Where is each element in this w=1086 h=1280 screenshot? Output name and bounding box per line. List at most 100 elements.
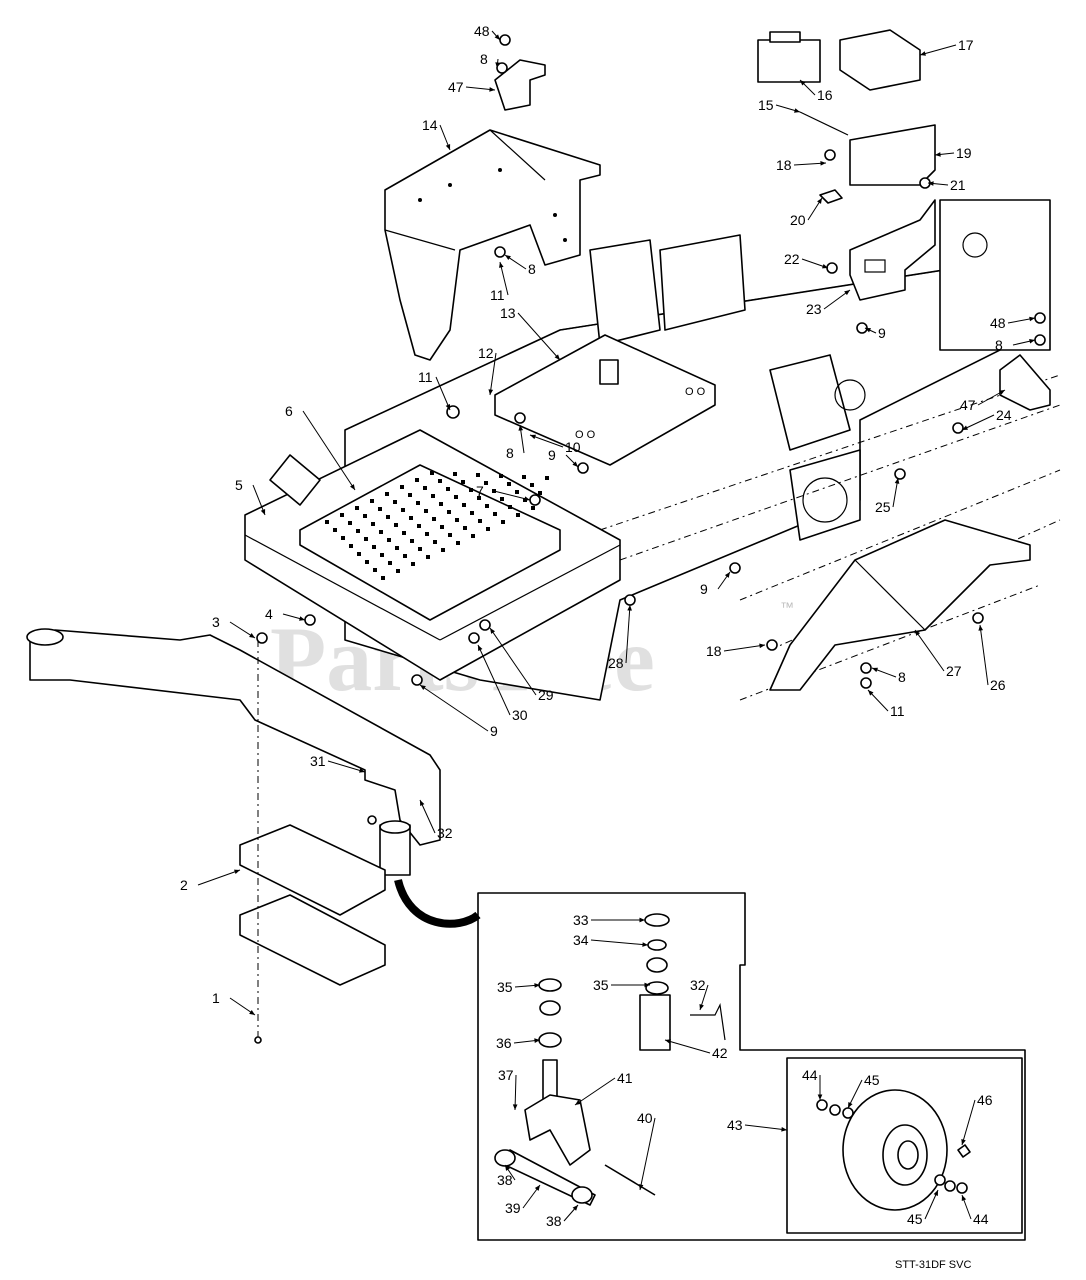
callout-label: 15 xyxy=(758,97,774,113)
leader-arrowhead xyxy=(872,667,878,673)
leader-arrowhead xyxy=(844,290,850,296)
plate-hole xyxy=(373,568,377,572)
callout-label: 23 xyxy=(806,301,822,317)
plate-hole xyxy=(470,511,474,515)
leader-arrowhead xyxy=(699,1004,704,1010)
leader-arrowhead xyxy=(490,628,496,634)
callout-label: 35 xyxy=(593,977,609,993)
leader-line xyxy=(574,1077,616,1106)
leader-arrowhead xyxy=(512,1104,518,1110)
mount-bracket xyxy=(849,199,936,301)
callout-label: 38 xyxy=(497,1172,513,1188)
leader-arrowhead xyxy=(665,1039,671,1044)
callout-27: 27 xyxy=(914,629,962,679)
callout-label: 18 xyxy=(706,643,722,659)
leader-line xyxy=(961,414,995,431)
callout-45: 45 xyxy=(907,1189,939,1227)
callout-label: 26 xyxy=(990,677,1006,693)
callout-label: 9 xyxy=(548,447,556,463)
drawing-code: STT-31DF SVC xyxy=(895,1259,971,1271)
leader-arrowhead xyxy=(794,108,800,113)
plate-hole xyxy=(516,513,520,517)
plate-hole xyxy=(402,531,406,535)
callout-34: 34 xyxy=(573,932,649,948)
callout-29: 29 xyxy=(489,627,554,703)
plate-hole xyxy=(401,508,405,512)
callout-label: 38 xyxy=(546,1213,562,1229)
plate-hole xyxy=(408,493,412,497)
leader-line xyxy=(625,604,631,664)
plate-hole xyxy=(530,483,534,487)
callout-label: 45 xyxy=(907,1211,923,1227)
callout-14: 14 xyxy=(422,117,451,151)
leader-arrowhead xyxy=(920,51,926,56)
plate-hole xyxy=(493,512,497,516)
callout-label: 11 xyxy=(418,369,433,385)
callout-42: 42 xyxy=(664,1039,728,1061)
plate-hole xyxy=(441,548,445,552)
plate-hole xyxy=(325,520,329,524)
leader-arrowhead xyxy=(865,328,871,333)
callout-18: 18 xyxy=(706,643,766,659)
callout-9: 9 xyxy=(419,684,498,739)
plate-hole xyxy=(423,486,427,490)
leader-line xyxy=(744,1124,788,1131)
plate-hole xyxy=(348,521,352,525)
plate-hole xyxy=(545,476,549,480)
callout-label: 1 xyxy=(212,990,220,1006)
leader-arrowhead xyxy=(978,625,984,631)
spindle-inset xyxy=(394,878,1026,1241)
callout-label: 47 xyxy=(448,79,464,95)
callout-9: 9 xyxy=(700,571,731,597)
callout-label: 10 xyxy=(565,439,581,455)
plate-hole xyxy=(469,488,473,492)
callout-19: 19 xyxy=(934,145,972,161)
plate-hole xyxy=(356,529,360,533)
plate-hole xyxy=(439,502,443,506)
callout-label: 18 xyxy=(776,157,792,173)
leader-line xyxy=(493,490,531,501)
plate-hole xyxy=(508,505,512,509)
plate-hole xyxy=(396,569,400,573)
callout-33: 33 xyxy=(573,912,645,928)
plate-hole xyxy=(485,504,489,508)
callout-25: 25 xyxy=(875,477,900,515)
leader-arrowhead xyxy=(534,983,540,988)
callout-47: 47 xyxy=(960,389,1006,413)
callout-39: 39 xyxy=(505,1184,541,1216)
leader-arrowhead xyxy=(644,982,650,988)
leader-arrowhead xyxy=(572,461,578,467)
callout-label: 29 xyxy=(538,687,554,703)
plate-hole xyxy=(463,526,467,530)
plate-hole xyxy=(438,479,442,483)
leader-arrowhead xyxy=(868,690,874,696)
callout-22: 22 xyxy=(784,251,829,269)
leader-arrowhead xyxy=(530,434,536,440)
leader-arrowhead xyxy=(575,1099,581,1105)
plate-hole xyxy=(424,509,428,513)
callout-4: 4 xyxy=(265,606,306,622)
wheel-inset xyxy=(786,1057,1023,1234)
leader-line xyxy=(489,352,497,396)
leader-arrowhead xyxy=(299,616,305,621)
callout-38: 38 xyxy=(497,1164,516,1188)
leader-arrowhead xyxy=(928,181,934,186)
leader-line xyxy=(961,1099,976,1146)
plate-hole xyxy=(387,538,391,542)
callout-10: 10 xyxy=(529,434,581,455)
callout-label: 30 xyxy=(512,707,528,723)
callout-6: 6 xyxy=(285,403,356,491)
plate-hole xyxy=(394,523,398,527)
plate-hole xyxy=(393,500,397,504)
callout-36: 36 xyxy=(496,1035,541,1051)
callout-label: 48 xyxy=(990,315,1006,331)
callout-3: 3 xyxy=(212,614,256,639)
callout-label: 37 xyxy=(498,1067,514,1083)
callout-label: 3 xyxy=(212,614,220,630)
callout-label: 9 xyxy=(878,325,886,341)
leader-line xyxy=(664,1039,711,1054)
plate-hole xyxy=(395,546,399,550)
callout-label: 44 xyxy=(802,1067,818,1083)
leader-arrowhead xyxy=(961,1139,966,1145)
plate-hole xyxy=(430,471,434,475)
